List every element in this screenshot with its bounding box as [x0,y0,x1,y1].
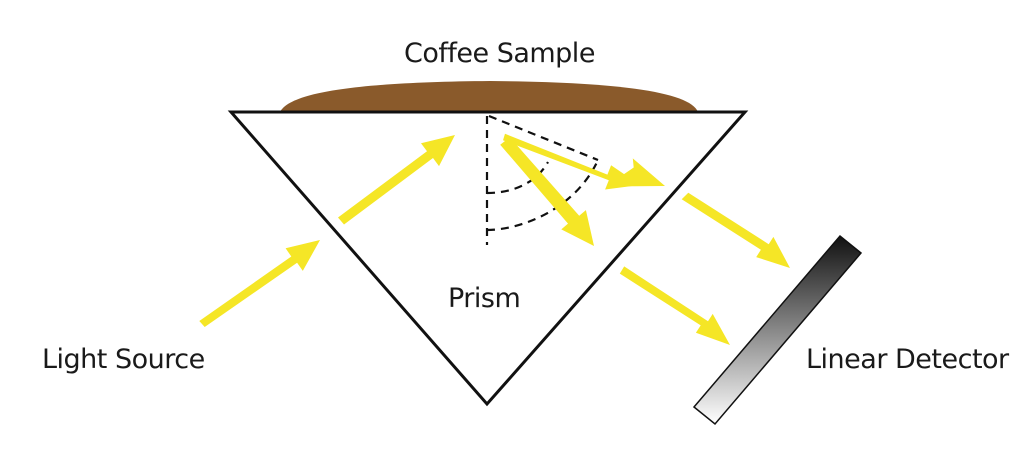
prism-label: Prism [448,283,521,314]
light-source-label: Light Source [42,344,205,375]
beam-arrow [199,240,320,327]
angle-guides [485,114,599,245]
beam-arrow [620,158,665,187]
linear-detector-label: Linear Detector [806,344,1009,375]
beam-arrow [503,133,640,190]
linear-detector [692,234,863,426]
coffee-sample-label: Coffee Sample [404,38,595,69]
beam-arrow [681,192,790,268]
coffee-sample [280,81,698,112]
light-beams [199,133,790,345]
beam-arrow [500,137,594,246]
prism-triangle [227,110,749,407]
beam-arrow [338,135,455,225]
beam-arrow [619,266,730,345]
